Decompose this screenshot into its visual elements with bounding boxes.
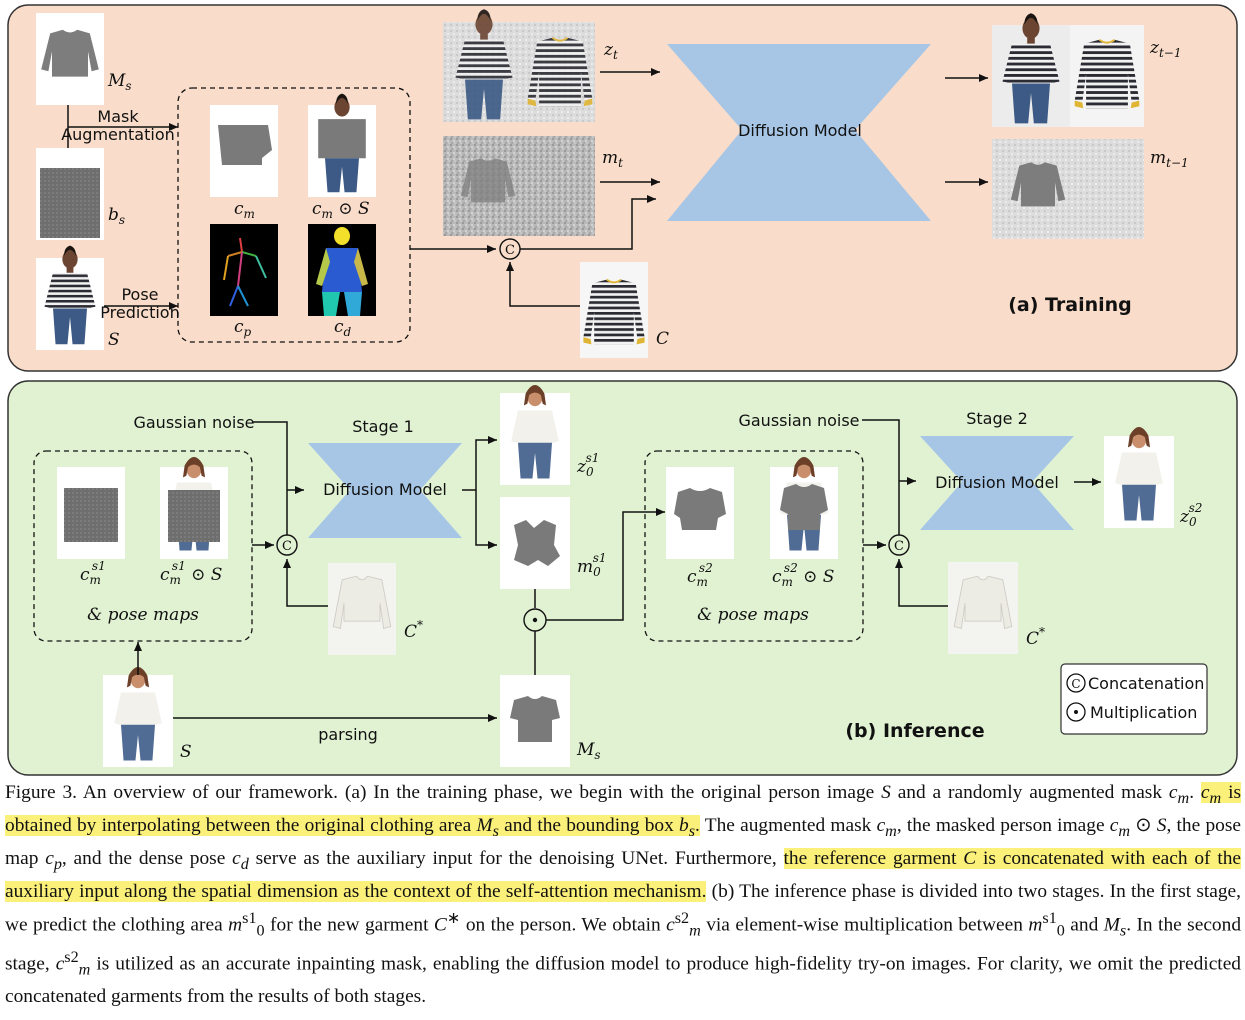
svg-text:m0s1: m0s1 — [577, 551, 607, 579]
svg-text:cp: cp — [234, 317, 252, 339]
svg-text:mt: mt — [602, 148, 623, 170]
legend — [1060, 663, 1208, 735]
svg-text:Stage 2: Stage 2 — [966, 409, 1028, 428]
svg-text:cms2 ⊙ S: cms2 ⊙ S — [772, 561, 834, 589]
svg-text:Augmentation: Augmentation — [61, 125, 175, 144]
svg-text:C: C — [656, 329, 669, 349]
svg-text:C: C — [282, 539, 292, 554]
svg-text:Diffusion Model: Diffusion Model — [323, 480, 447, 499]
svg-text:cd: cd — [334, 317, 352, 339]
svg-text:Ms: Ms — [107, 71, 132, 93]
svg-text:cm: cm — [234, 199, 255, 221]
svg-text:S: S — [180, 742, 192, 762]
svg-text:bs: bs — [108, 205, 125, 227]
svg-text:z0s2: z0s2 — [1179, 501, 1202, 529]
svg-text:cms1 ⊙ S: cms1 ⊙ S — [160, 559, 222, 587]
svg-text:Prediction: Prediction — [100, 303, 179, 322]
stage1-diffusion-model — [308, 443, 462, 538]
svg-text:cms1: cms1 — [80, 559, 106, 587]
svg-text:Diffusion Model: Diffusion Model — [738, 121, 862, 140]
svg-text:C: C — [505, 243, 515, 258]
svg-text:Pose: Pose — [121, 285, 158, 304]
svg-text:parsing: parsing — [318, 725, 378, 744]
svg-text:(a) Training: (a) Training — [1008, 294, 1132, 316]
svg-text:S: S — [108, 330, 120, 350]
figure-caption: Figure 3. An overview of our framework. … — [5, 782, 1242, 1008]
svg-text:Gaussian noise: Gaussian noise — [738, 411, 859, 430]
svg-text:C: C — [1071, 677, 1080, 691]
svg-text:mt−1: mt−1 — [1150, 148, 1189, 170]
svg-text:Ms: Ms — [576, 740, 601, 762]
svg-text:Mask: Mask — [97, 107, 139, 126]
svg-text:zt−1: zt−1 — [1149, 38, 1181, 60]
training-diffusion-model — [667, 44, 931, 221]
framework-figure: Ms bs S Mask Augmentation Pose Predictio… — [7, 4, 1238, 776]
svg-text:Concatenation: Concatenation — [1088, 674, 1204, 693]
svg-text:Stage 1: Stage 1 — [352, 417, 414, 436]
svg-text:Multiplication: Multiplication — [1090, 703, 1197, 722]
svg-text:Diffusion Model: Diffusion Model — [935, 473, 1059, 492]
svg-text:cm ⊙ S: cm ⊙ S — [312, 199, 370, 221]
svg-text:& pose maps: & pose maps — [697, 605, 809, 625]
svg-text:(b) Inference: (b) Inference — [845, 720, 984, 742]
stage2-diffusion-model — [920, 436, 1074, 530]
svg-text:& pose maps: & pose maps — [87, 605, 199, 625]
svg-text:cms2: cms2 — [687, 561, 713, 589]
svg-text:zt: zt — [603, 40, 618, 62]
svg-text:z0s1: z0s1 — [576, 451, 599, 479]
svg-text:C: C — [894, 539, 904, 554]
svg-text:Gaussian noise: Gaussian noise — [133, 413, 254, 432]
